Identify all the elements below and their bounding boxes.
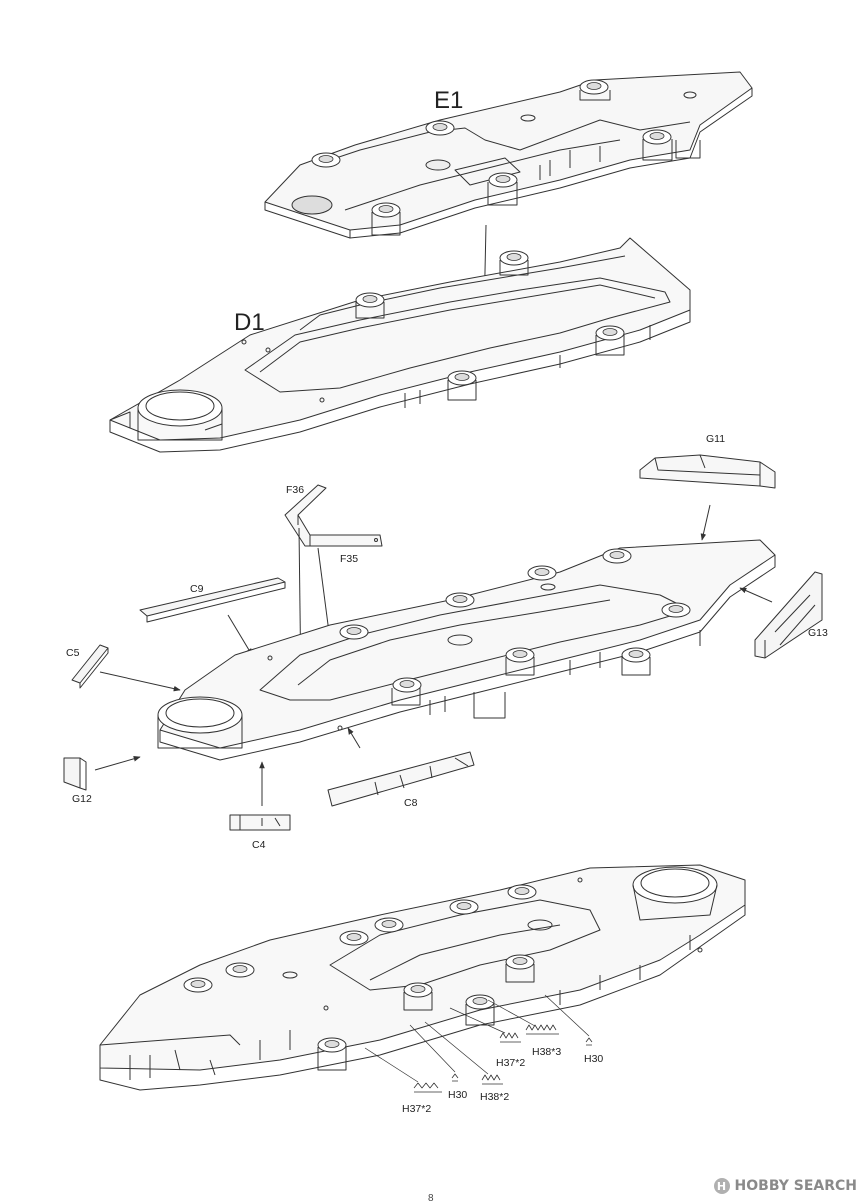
label-E1: E1 — [434, 87, 463, 114]
arrow-g11 — [700, 504, 711, 541]
label-C4: C4 — [252, 839, 266, 851]
watermark: H HOBBY SEARCH — [713, 1178, 857, 1194]
leaders-step4 — [364, 994, 590, 1083]
label-F36: F36 — [286, 484, 304, 496]
parts-H — [413, 1024, 593, 1093]
part-E1 — [264, 71, 753, 239]
arrow-c8 — [347, 727, 361, 749]
label-C8: C8 — [404, 797, 418, 809]
label-H30-right: H30 — [584, 1053, 603, 1065]
label-H30-left: H30 — [448, 1089, 467, 1101]
part-D1 — [109, 237, 691, 453]
arrow-c5 — [99, 671, 181, 692]
label-C9: C9 — [190, 583, 204, 595]
label-G13: G13 — [808, 627, 828, 639]
part-C8 — [327, 751, 475, 807]
part-C5 — [71, 644, 109, 689]
part-C9 — [139, 577, 286, 623]
label-H37-2-top: H37*2 — [496, 1057, 525, 1069]
label-H38-2: H38*2 — [480, 1091, 509, 1103]
hull-assembly-final — [99, 864, 746, 1091]
arrow-c9 — [227, 614, 253, 656]
leader-f35 — [317, 547, 331, 641]
watermark-text: HOBBY SEARCH — [734, 1178, 857, 1194]
part-G13 — [754, 571, 823, 659]
label-D1: D1 — [234, 309, 265, 336]
part-G11 — [639, 454, 776, 489]
hobby-search-logo-icon: H — [713, 1178, 730, 1194]
arrow-g13 — [739, 587, 773, 603]
arrow-g12 — [94, 756, 141, 771]
page-number: 8 — [428, 1193, 434, 1204]
label-G11: G11 — [706, 433, 725, 445]
part-C4 — [229, 814, 291, 831]
label-C5: C5 — [66, 647, 80, 659]
part-G12 — [63, 757, 87, 791]
label-G12: G12 — [72, 793, 92, 805]
part-F36-F35 — [284, 484, 383, 547]
label-H38-3: H38*3 — [532, 1046, 561, 1058]
label-F35: F35 — [340, 553, 358, 565]
label-H37-2-bottom: H37*2 — [402, 1103, 431, 1115]
hull-assembly-step3 — [157, 539, 776, 761]
